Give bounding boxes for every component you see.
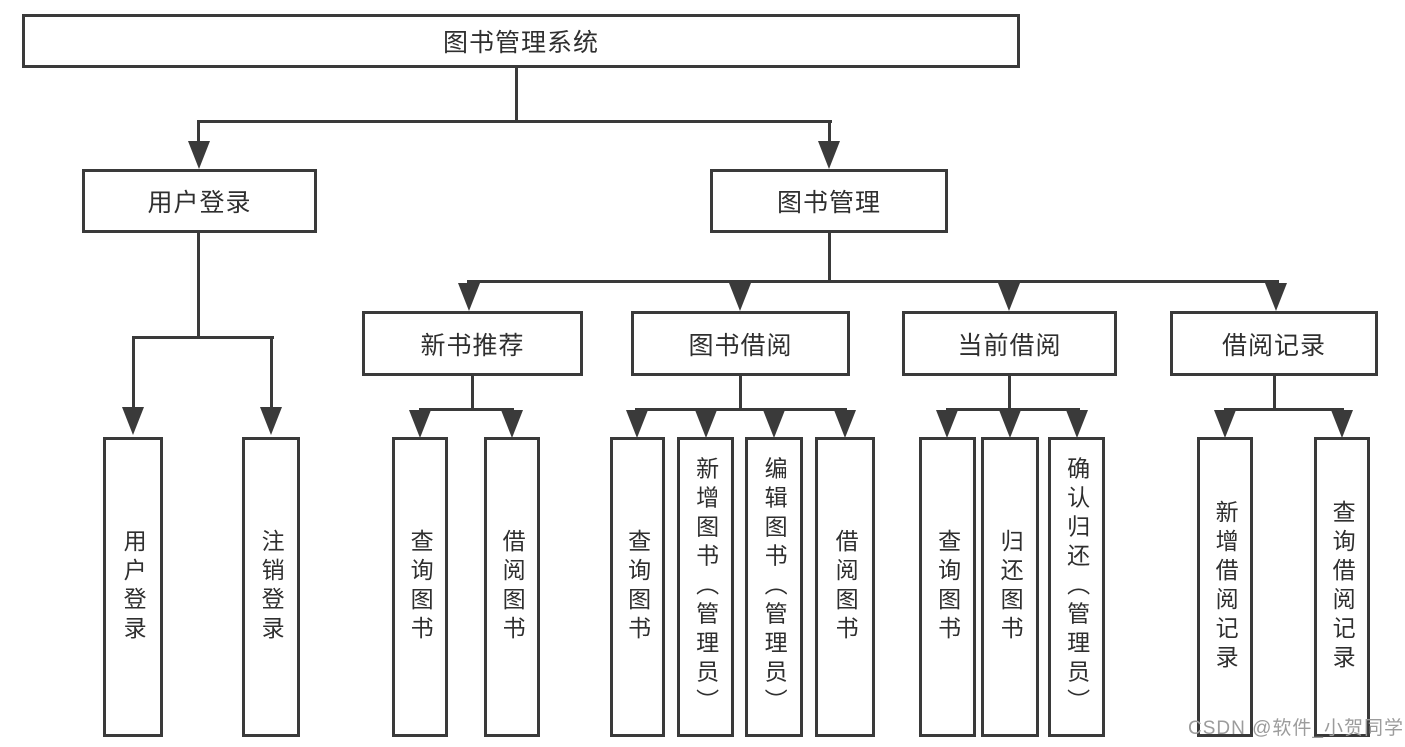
node-label: 图书借阅 [688,331,793,360]
node-label: 查询图书 [934,529,961,645]
node-current-borrowing: 当前借阅 [902,311,1117,376]
node-label: 当前借阅 [957,331,1062,360]
connector-line [197,120,832,123]
node-label: 新增借阅记录 [1212,500,1239,674]
connector-line [132,339,135,409]
connector-line [946,408,1080,411]
node-label: 新书推荐 [420,331,525,360]
leaf-add-books-admin: 新增图书（管理员） [677,437,734,737]
arrow-down-icon [122,407,144,435]
connector-line [515,68,518,120]
node-label: 归还图书 [997,529,1024,645]
node-label: 新增图书（管理员） [692,456,719,718]
leaf-edit-books-admin: 编辑图书（管理员） [745,437,803,737]
leaf-logout: 注销登录 [242,437,300,737]
node-label: 借阅记录 [1221,331,1326,360]
arrow-down-icon [1265,283,1287,311]
node-label: 查询图书 [624,529,651,645]
arrow-down-icon [188,141,210,169]
connector-line [471,376,474,408]
connector-line [1224,408,1344,411]
connector-line [270,339,273,409]
leaf-confirm-return-admin: 确认归还（管理员） [1048,437,1105,737]
connector-line [467,280,1279,283]
node-label: 用户登录 [147,189,252,217]
arrow-down-icon [260,407,282,435]
connector-line [828,123,831,143]
arrow-down-icon [818,141,840,169]
leaf-query-books-borrowing: 查询图书 [610,437,665,737]
leaf-query-borrow-record: 查询借阅记录 [1314,437,1370,737]
node-label: 确认归还（管理员） [1063,456,1090,718]
connector-line [132,336,274,339]
arrow-down-icon [1214,410,1236,438]
arrow-down-icon [695,410,717,438]
arrow-down-icon [998,283,1020,311]
arrow-down-icon [409,410,431,438]
arrow-down-icon [834,410,856,438]
arrow-down-icon [936,410,958,438]
csdn-watermark: CSDN @软件_小贺同学 [1188,718,1404,739]
connector-line [419,408,514,411]
leaf-query-books-current: 查询图书 [919,437,976,737]
connector-line [739,376,742,408]
leaf-borrow-books: 借阅图书 [815,437,875,737]
arrow-down-icon [626,410,648,438]
leaf-user-login: 用户登录 [103,437,163,737]
connector-line [197,233,200,336]
connector-line [1273,376,1276,408]
node-label: 用户登录 [120,529,147,645]
leaf-query-books-recommend: 查询图书 [392,437,448,737]
arrow-down-icon [763,410,785,438]
arrow-down-icon [999,410,1021,438]
arrow-down-icon [1066,410,1088,438]
arrow-down-icon [501,410,523,438]
leaf-return-books: 归还图书 [981,437,1039,737]
node-label: 借阅图书 [832,529,859,645]
node-label: 图书管理系统 [442,29,599,57]
connector-line [197,123,200,143]
connector-line [1008,376,1011,408]
arrow-down-icon [458,283,480,311]
node-user-login: 用户登录 [82,169,317,233]
connector-line [828,233,831,280]
node-borrowing-records: 借阅记录 [1170,311,1378,376]
leaf-borrow-books-recommend: 借阅图书 [484,437,540,737]
node-book-borrowing: 图书借阅 [631,311,850,376]
node-label: 借阅图书 [499,529,526,645]
node-label: 查询借阅记录 [1329,500,1356,674]
node-label: 查询图书 [407,529,434,645]
arrow-down-icon [1331,410,1353,438]
node-new-book-recommend: 新书推荐 [362,311,583,376]
node-library-management-system: 图书管理系统 [22,14,1020,68]
node-label: 注销登录 [258,529,285,645]
arrow-down-icon [729,283,751,311]
node-label: 编辑图书（管理员） [761,456,788,718]
node-label: 图书管理 [776,189,881,217]
connector-line [635,408,847,411]
leaf-add-borrow-record: 新增借阅记录 [1197,437,1253,737]
node-book-management: 图书管理 [710,169,948,233]
